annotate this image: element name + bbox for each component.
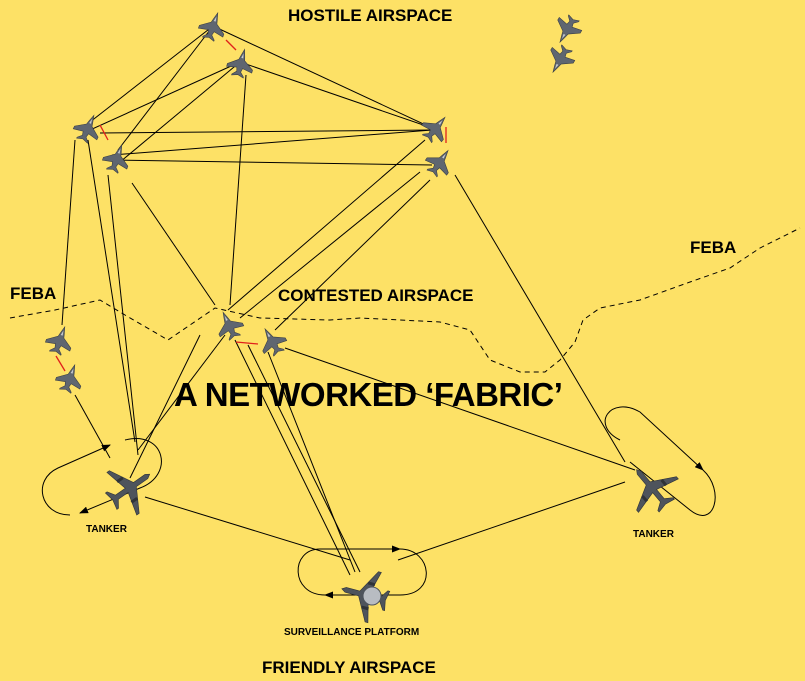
intra-flight-links: [55, 39, 447, 372]
tanker-label-left: TANKER: [86, 524, 127, 535]
tanker-aircraft-icon: [616, 452, 688, 523]
tanker-orbit-left: [41, 438, 162, 516]
fighter-jet-icon: [210, 306, 248, 344]
awacs-orbit: [297, 545, 427, 599]
communication-links: [61, 25, 636, 576]
contested-airspace-label: CONTESTED AIRSPACE: [278, 286, 474, 305]
enemy-fighter-icon: [548, 10, 586, 50]
surveillance-aircraft-icon: [334, 563, 395, 627]
fighter-jet-icon: [224, 45, 258, 81]
fighter-jet-icon: [99, 139, 135, 177]
feba-label-right: FEBA: [690, 238, 737, 257]
hostile-airspace-label: HOSTILE AIRSPACE: [288, 6, 453, 25]
friendly-airspace-label: FRIENDLY AIRSPACE: [262, 658, 436, 677]
surveillance-platform-label: SURVEILLANCE PLATFORM: [284, 627, 420, 638]
tanker-aircraft-icon: [95, 452, 166, 523]
fighter-jet-icon: [253, 321, 291, 361]
fighter-jet-icon: [195, 7, 231, 45]
tanker-orbit-right: [604, 406, 716, 516]
fighter-jet-icon: [42, 321, 78, 359]
fighter-jet-icon: [420, 142, 460, 182]
enemy-fighter-icon: [541, 40, 579, 80]
fighter-jet-icon: [52, 359, 88, 397]
feba-line-left: [9, 227, 801, 373]
diagram-title: A NETWORKED ‘FABRIC’: [174, 376, 563, 413]
feba-label-left: FEBA: [10, 284, 57, 303]
tanker-label-right: TANKER: [633, 529, 674, 540]
